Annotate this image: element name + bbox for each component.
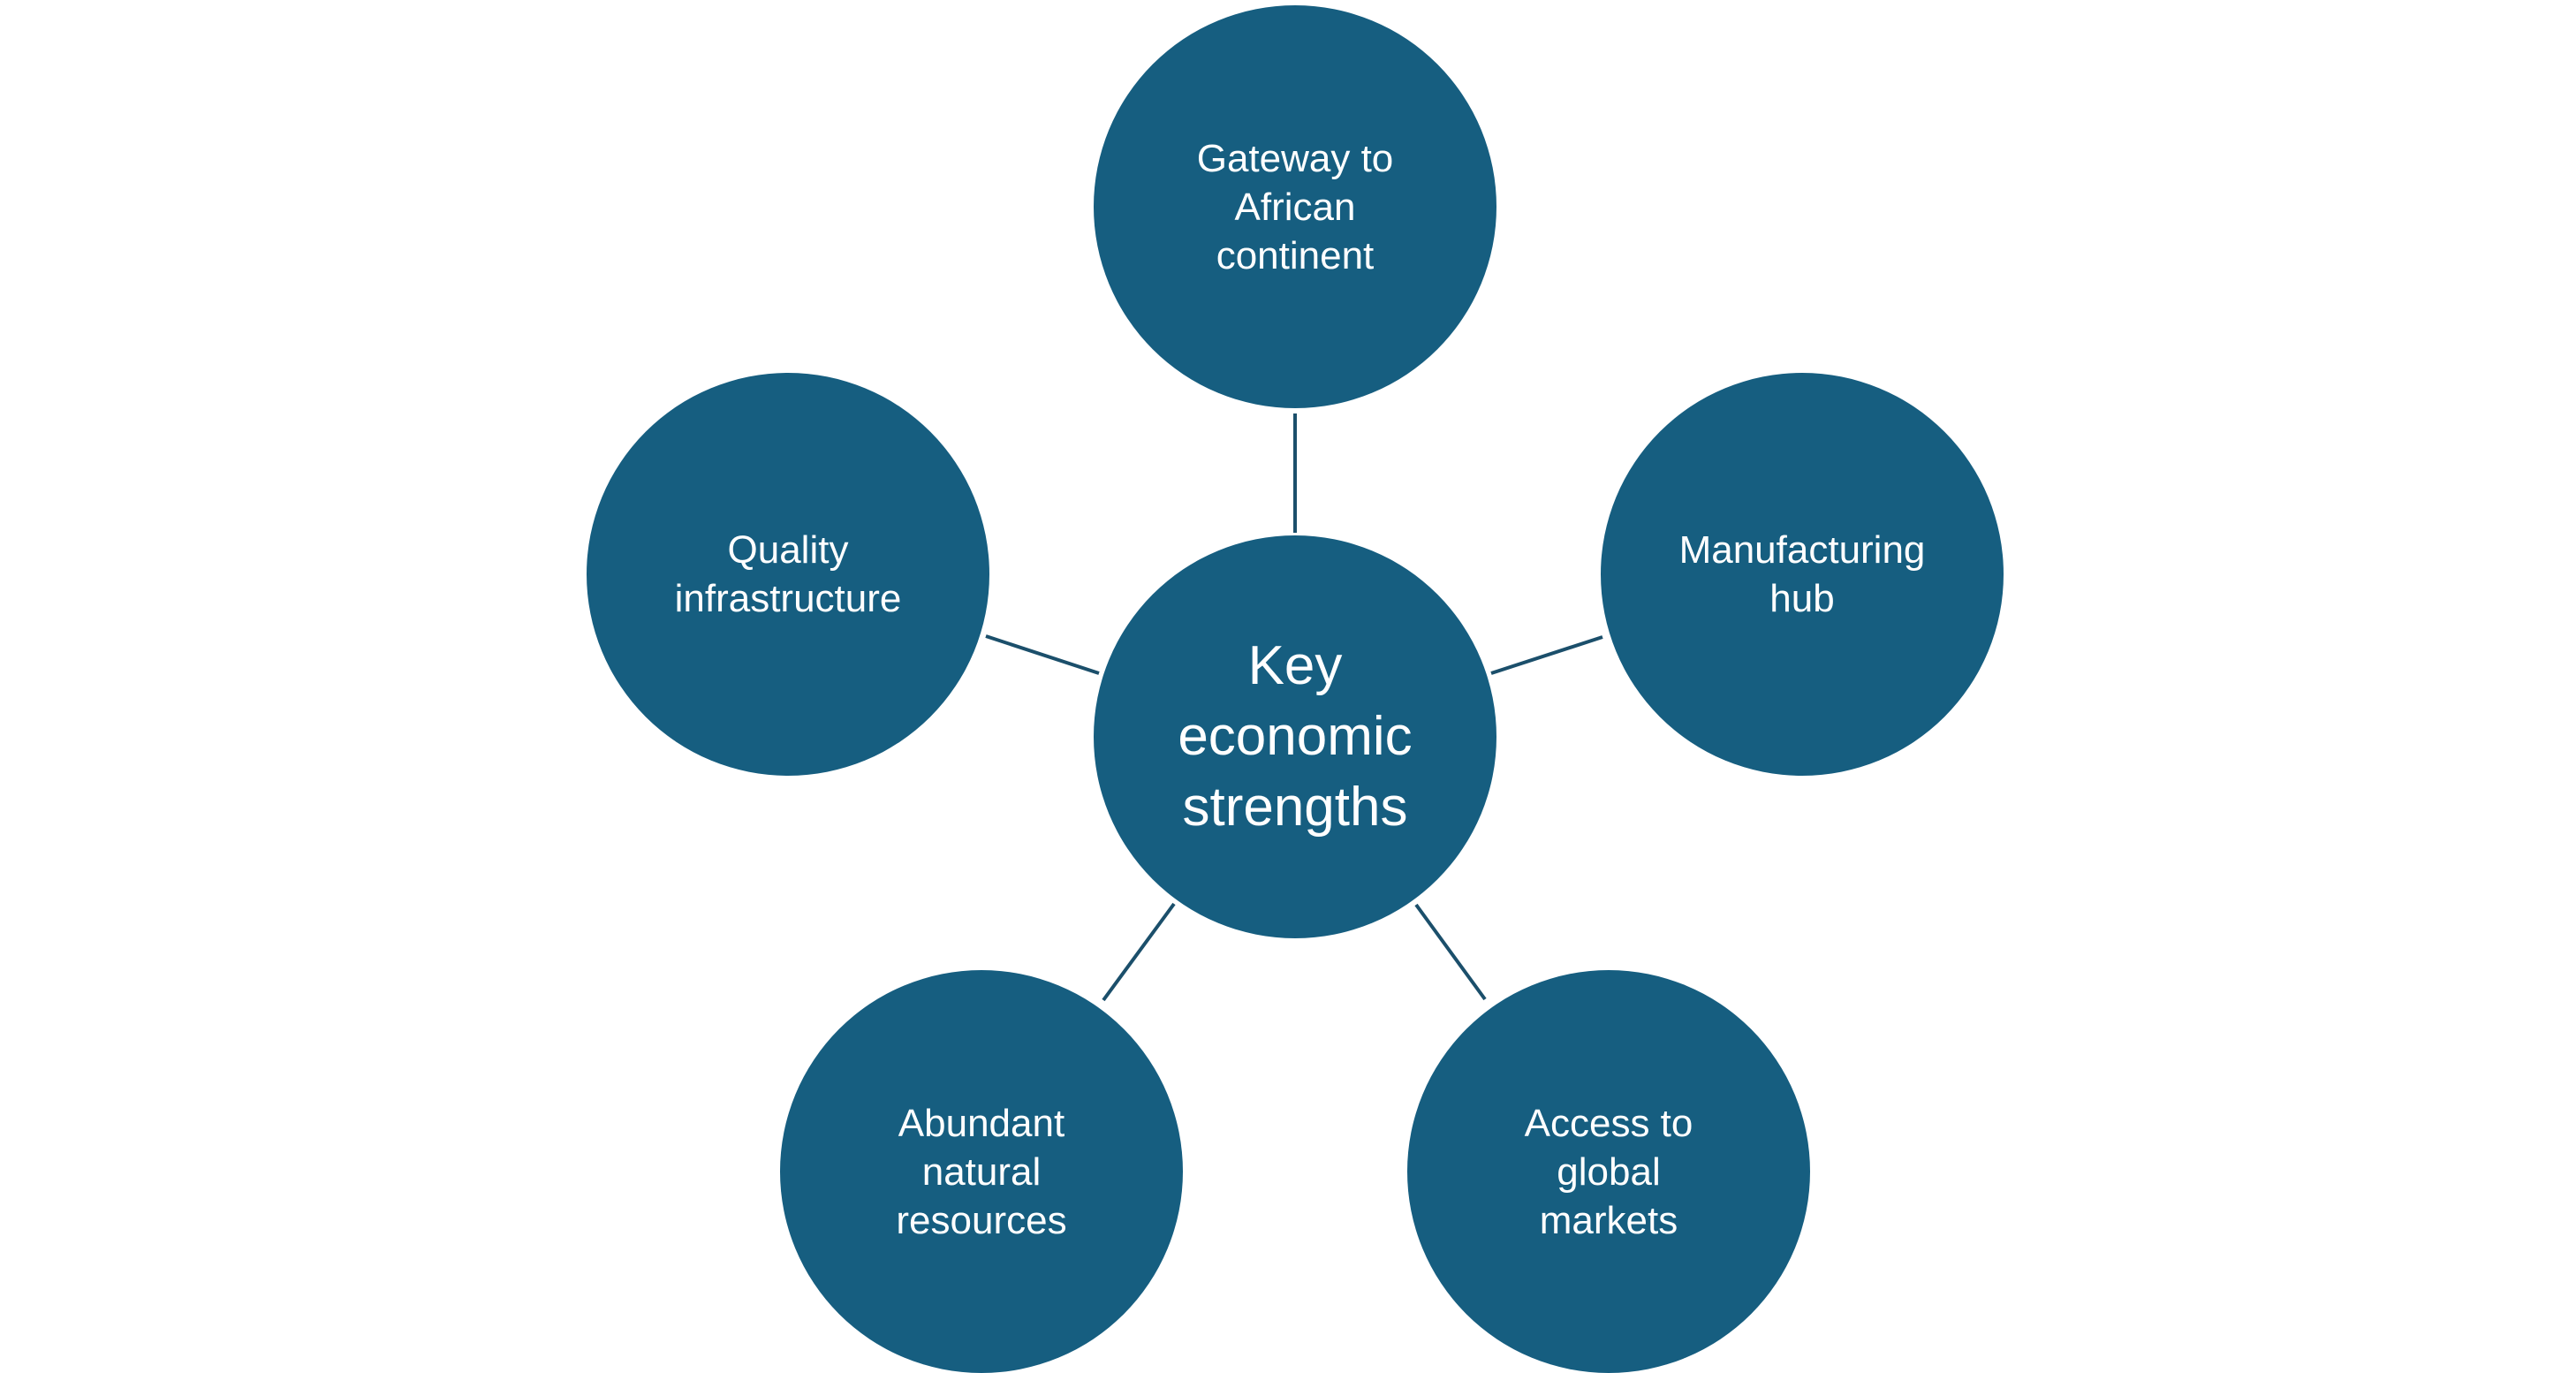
connector-center-manufacturing (1490, 635, 1603, 675)
connector-center-markets (1414, 903, 1487, 1001)
node-manufacturing-hub: Manufacturing hub (1601, 373, 2004, 776)
node-quality-infrastructure: Quality infrastructure (587, 373, 989, 776)
node-label: Access to global markets (1524, 1101, 1693, 1242)
node-label: Manufacturing hub (1678, 528, 1926, 620)
connector-center-resources (1102, 902, 1176, 1002)
node-gateway-to-african-continent: Gateway to African continent (1094, 5, 1496, 408)
node-label: Gateway to African continent (1196, 136, 1394, 277)
node-abundant-natural-resources: Abundant natural resources (780, 970, 1183, 1373)
node-label: Quality infrastructure (674, 528, 902, 620)
node-label: Abundant natural resources (896, 1101, 1067, 1242)
node-access-to-global-markets: Access to global markets (1407, 970, 1810, 1373)
center-label: Key economic strengths (1178, 635, 1413, 838)
node-key-economic-strengths: Key economic strengths (1094, 535, 1496, 938)
connector-center-infrastructure (985, 634, 1100, 675)
